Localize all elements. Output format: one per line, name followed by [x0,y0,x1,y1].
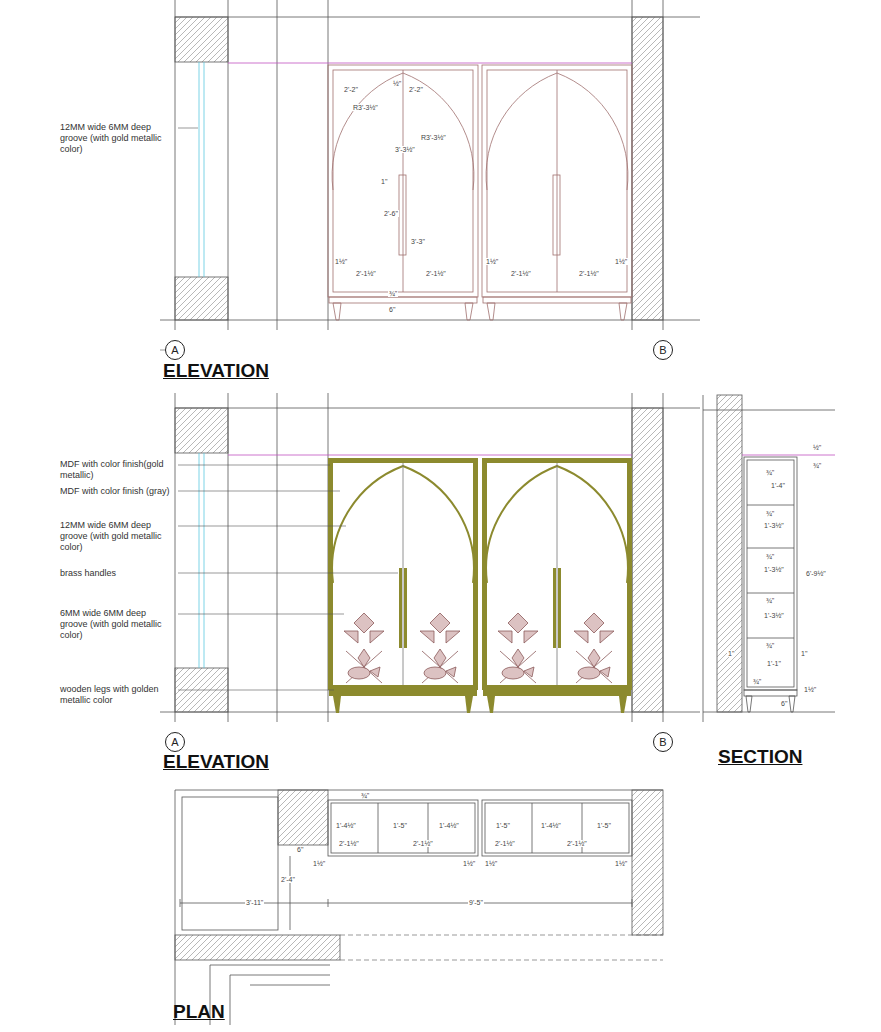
dimension-text: 1'-5" [495,822,511,829]
dimension-text: 6'-9½" [805,570,827,577]
dimension-text: 2'-1½" [494,840,516,847]
dimension-text: ¾" [765,469,775,476]
dimension-text: 2'-1½" [578,270,600,277]
dimension-text: ¾" [765,642,775,649]
dimension-text: R3'-3½" [420,134,447,141]
dimension-text: 1½" [312,860,326,867]
dimension-text: ½" [392,80,402,87]
view-title: PLAN [173,1002,225,1021]
dimension-text: 1'-4½" [540,822,562,829]
grid-bubble: B [653,732,673,752]
grid-bubble: A [165,732,185,752]
dimension-text: 2'-1½" [412,840,434,847]
dimension-text: 1'-5" [596,822,612,829]
dimension-text: 1½" [334,258,348,265]
dimension-text: 2'-6" [383,210,399,217]
dimension-text: ¾" [812,462,822,469]
dimension-text: 2'-2" [408,86,424,93]
note-text: 12MM wide 6MM deep groove (with gold met… [60,520,172,552]
dimension-text: 1'-3½" [763,522,785,529]
dimension-text: 1'-3½" [763,566,785,573]
grid-bubble: A [165,340,185,360]
dimension-text: ¾" [388,290,398,297]
dimension-text: 1½" [484,860,498,867]
note-text: 12MM wide 6MM deep groove (with gold met… [60,122,172,154]
note-text: MDF with color finish (gray) [60,486,172,497]
dimension-text: 2'-4" [280,876,296,883]
note-text: 6MM wide 6MM deep groove (with gold meta… [60,608,172,640]
dimension-text: 1'-4" [770,482,786,489]
dimension-text: 3'-3" [410,238,426,245]
dimension-text: 6" [388,306,396,313]
dimension-text: 3'-3½" [394,146,416,153]
dimension-text: 1½" [485,258,499,265]
dimension-text: 6" [296,846,304,853]
grid-letter: B [659,737,666,748]
dimension-text: 1'-3½" [763,612,785,619]
dimension-text: 2'-1½" [425,270,447,277]
grid-letter: A [171,737,178,748]
dimension-text: 1½" [614,258,628,265]
dimension-text: 2'-1½" [510,270,532,277]
grid-letter: B [659,345,666,356]
dimension-text: 2'-1½" [355,270,377,277]
grid-letter: A [171,345,178,356]
dimension-text: 1½" [614,860,628,867]
dimension-text: 1" [727,650,735,657]
dimension-text: 1'-5" [392,822,408,829]
dimension-text: ¾" [765,553,775,560]
dimension-text: 6" [780,700,788,707]
note-text: MDF with color finish(gold metallic) [60,459,172,481]
dimension-text: 2'-1½" [338,840,360,847]
dimension-text: 2'-2" [343,86,359,93]
dimension-text: ¾" [765,510,775,517]
dimension-text: R3'-3½" [352,104,379,111]
dimension-text: 1½" [462,860,476,867]
dimension-text: ¾" [765,597,775,604]
dimension-text: 3'-11" [245,899,264,906]
dimension-text: 1'-4½" [438,822,460,829]
dimension-text: 1'-4½" [335,822,357,829]
dimension-text: 1" [380,178,388,185]
dimension-text: 2'-1½" [566,840,588,847]
dimension-text: ¾" [752,678,762,685]
note-text: brass handles [60,568,172,579]
view-title: SECTION [718,747,802,766]
dimension-text: ½" [812,444,822,451]
dimension-text: 1" [800,650,808,657]
dimension-text: 1'-1" [766,660,782,667]
grid-bubble: B [653,340,673,360]
view-title: ELEVATION [163,361,269,380]
dimension-text: 1½" [803,686,817,693]
dimension-text: ¾" [360,792,370,799]
dimension-text: 9'-5" [468,899,484,906]
note-text: wooden legs with golden metallic color [60,684,172,706]
view-title: ELEVATION [163,752,269,771]
